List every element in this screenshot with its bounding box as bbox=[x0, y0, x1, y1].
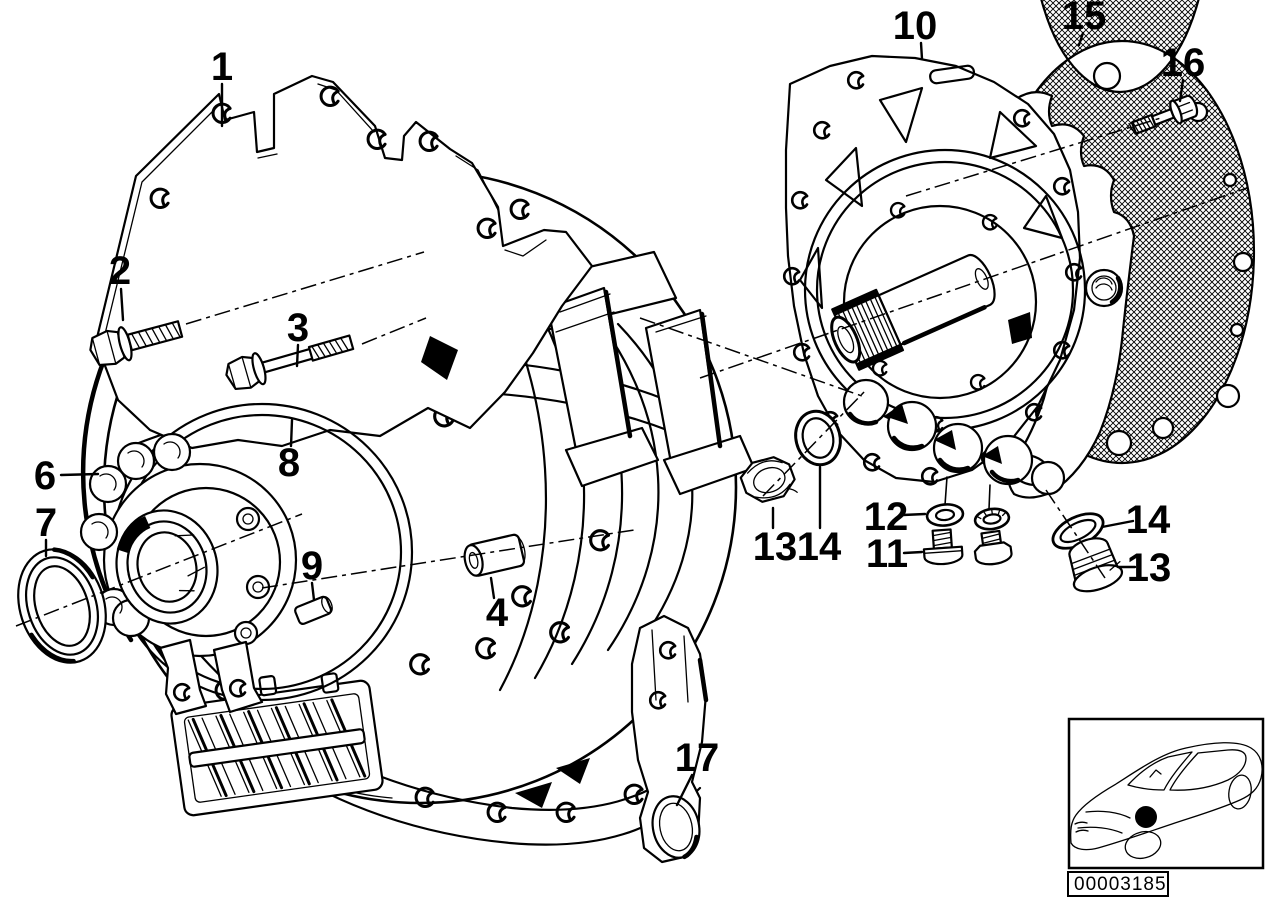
location-dot bbox=[1135, 806, 1157, 828]
drain-plug-13b bbox=[1068, 537, 1124, 593]
car-location-thumbnail: 00003185 bbox=[1067, 717, 1265, 897]
callout-label-11[interactable]: 11 bbox=[866, 532, 908, 576]
callout-leader-6 bbox=[59, 472, 100, 477]
callout-leader-4 bbox=[489, 576, 496, 600]
hub-lug bbox=[79, 512, 119, 552]
bolt-3 bbox=[225, 334, 355, 391]
callout-label-6[interactable]: 6 bbox=[34, 454, 56, 498]
callout-leader-10 bbox=[919, 41, 924, 61]
oil-strainer-grate bbox=[170, 672, 384, 817]
callout-label-10[interactable]: 10 bbox=[893, 4, 938, 48]
oil-pump-plate bbox=[782, 54, 1087, 486]
image-code-box bbox=[1067, 871, 1169, 897]
callout-label-14[interactable]: 14 bbox=[797, 525, 842, 569]
mount-bracket bbox=[514, 250, 756, 496]
washer-12 bbox=[925, 503, 965, 527]
callout-label-9[interactable]: 9 bbox=[301, 544, 323, 588]
lock-washer-12b bbox=[973, 507, 1011, 531]
housing-bosses bbox=[842, 378, 1066, 510]
callout-label-3[interactable]: 3 bbox=[287, 306, 309, 350]
hub-lug bbox=[116, 441, 156, 481]
callout-label-17[interactable]: 17 bbox=[675, 736, 720, 780]
axis-lines bbox=[15, 116, 1248, 627]
callout-leader-8 bbox=[289, 418, 294, 448]
bolt-16 bbox=[1128, 94, 1199, 135]
callout-label-14[interactable]: 14 bbox=[1126, 498, 1171, 542]
callout-label-1[interactable]: 1 bbox=[211, 45, 233, 89]
car-icon bbox=[1070, 742, 1263, 860]
callout-label-8[interactable]: 8 bbox=[278, 441, 300, 485]
cutout-triangle bbox=[878, 86, 924, 144]
callout-label-4[interactable]: 4 bbox=[486, 591, 509, 635]
callout-label-15[interactable]: 15 bbox=[1062, 0, 1107, 38]
hub-lug bbox=[152, 432, 192, 472]
callout-leader-17 bbox=[675, 773, 694, 807]
end-plug-17 bbox=[651, 795, 701, 860]
bolt-hole-icon bbox=[555, 801, 576, 823]
bushing-4 bbox=[463, 533, 526, 577]
image-code: 00003185 bbox=[1074, 874, 1167, 895]
callout-label-13[interactable]: 13 bbox=[1127, 546, 1172, 590]
shaft-seal bbox=[17, 547, 107, 664]
callout-leader-3 bbox=[295, 343, 300, 368]
callout-leader-15 bbox=[1077, 31, 1085, 47]
callout-leader-12 bbox=[901, 512, 927, 517]
callout-label-12[interactable]: 12 bbox=[864, 495, 909, 539]
plug-9 bbox=[294, 595, 333, 625]
callout-label-16[interactable]: 16 bbox=[1161, 41, 1206, 85]
pump-shaft bbox=[830, 253, 996, 371]
bolt-2 bbox=[89, 320, 184, 367]
callout-leader-14 bbox=[1100, 519, 1135, 529]
callout-leader-2 bbox=[119, 287, 125, 322]
drain-plug-13 bbox=[739, 456, 798, 503]
screw-11b bbox=[973, 529, 1013, 566]
converter-housing-gasket bbox=[94, 74, 594, 450]
callout-leader-11 bbox=[902, 550, 924, 555]
callout-label-2[interactable]: 2 bbox=[109, 249, 131, 293]
front-hub bbox=[79, 432, 298, 716]
callout-label-7[interactable]: 7 bbox=[35, 501, 57, 545]
hub-lug bbox=[88, 464, 128, 504]
callout-leader-9 bbox=[310, 581, 316, 602]
callout-label-13[interactable]: 13 bbox=[753, 525, 798, 569]
screw-11 bbox=[922, 528, 964, 566]
callout-leader-16 bbox=[1178, 78, 1185, 103]
